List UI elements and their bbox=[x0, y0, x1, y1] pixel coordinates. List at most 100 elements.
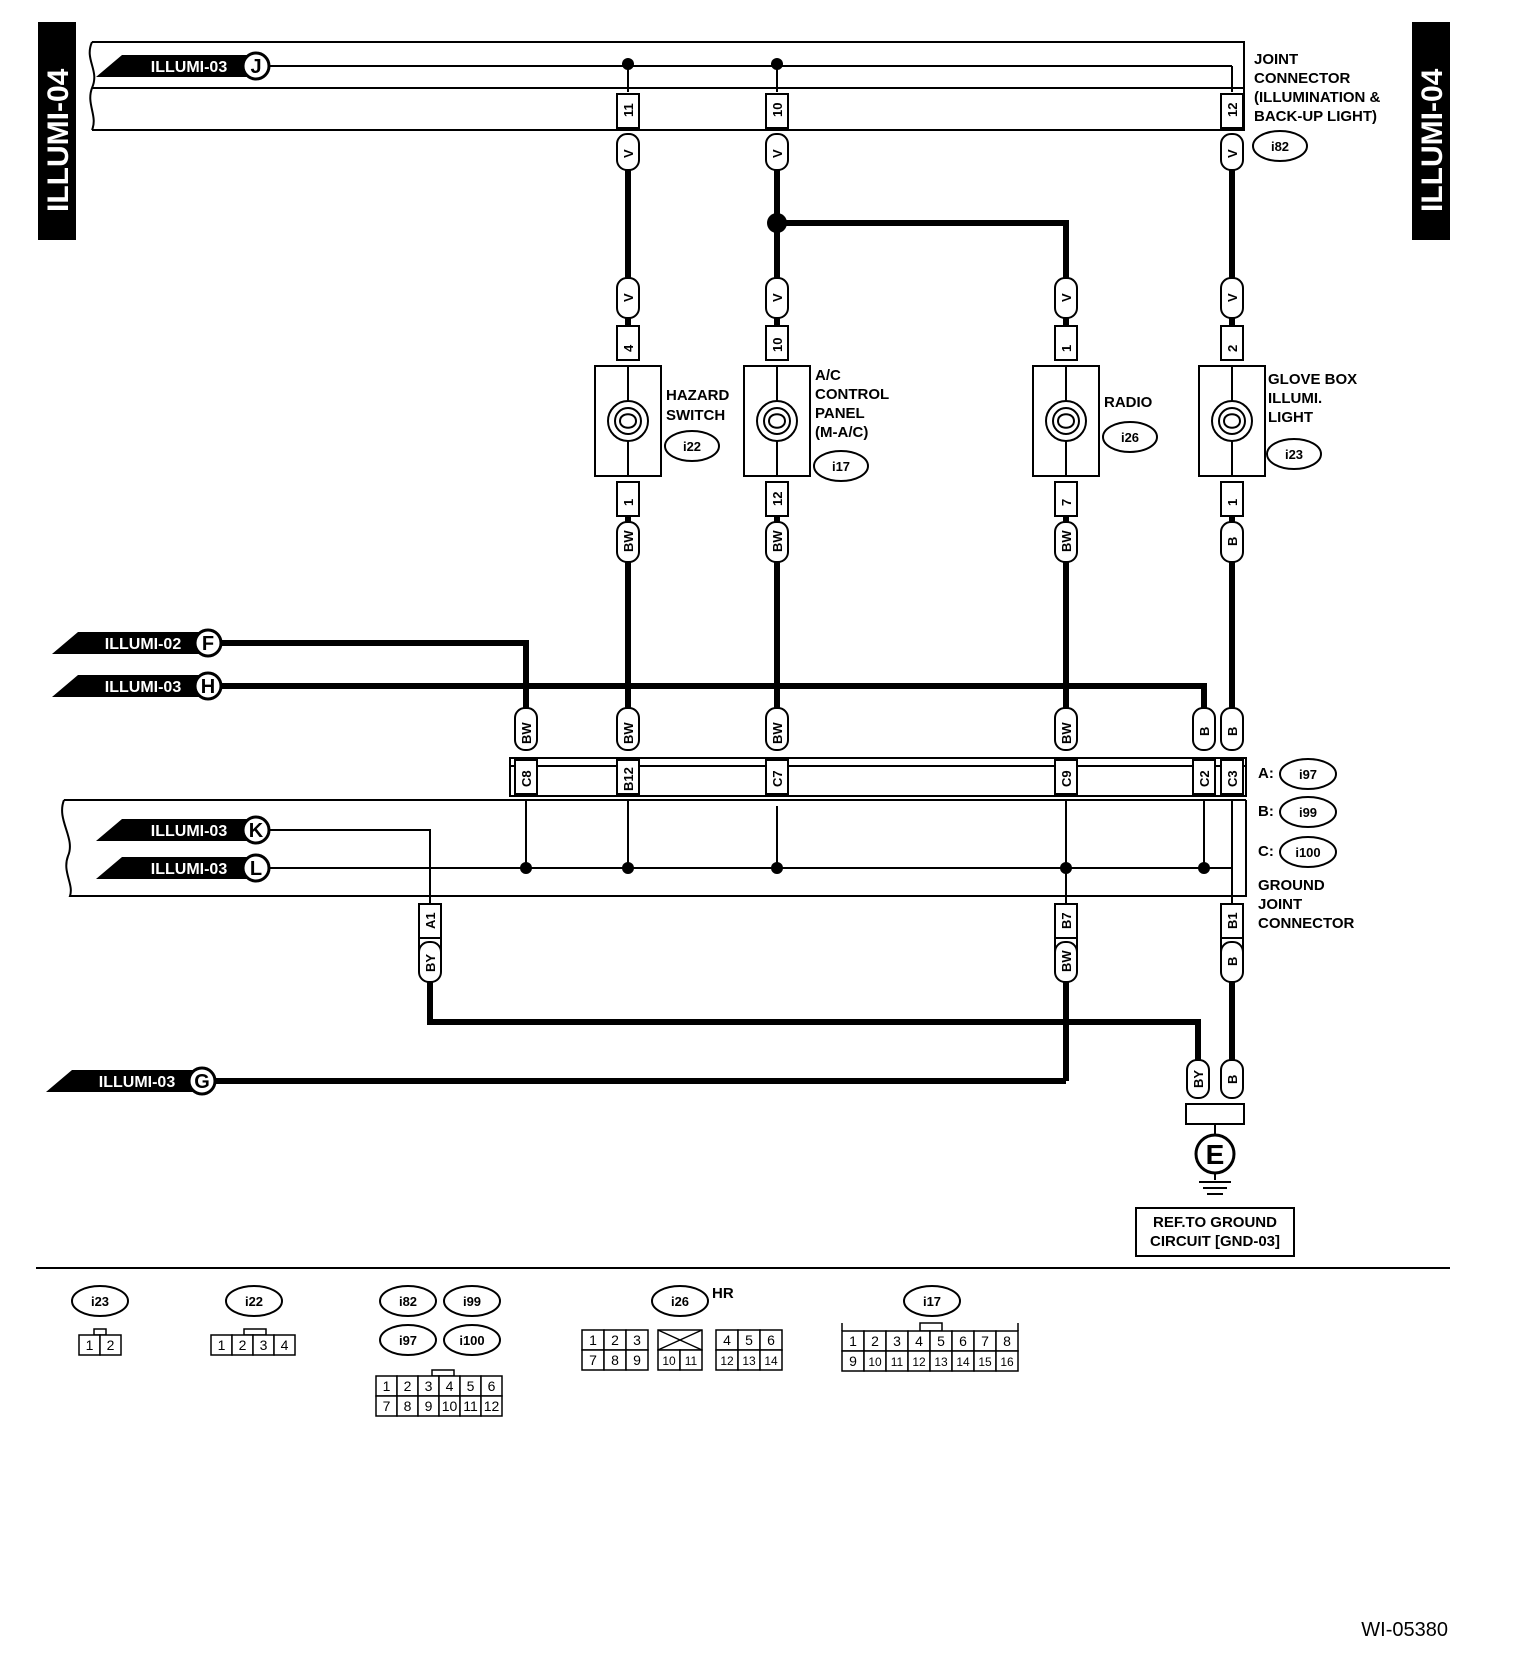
svg-text:ILLUMI.: ILLUMI. bbox=[1268, 390, 1322, 407]
svg-text:i22: i22 bbox=[245, 1294, 263, 1309]
svg-text:15: 15 bbox=[978, 1355, 992, 1369]
svg-text:1: 1 bbox=[589, 1332, 597, 1348]
svg-text:10: 10 bbox=[662, 1354, 676, 1368]
svg-text:C3: C3 bbox=[1225, 770, 1240, 787]
svg-text:B:: B: bbox=[1258, 803, 1274, 820]
svg-text:BY: BY bbox=[1191, 1070, 1206, 1088]
joint-connector-pin: 10 bbox=[765, 93, 789, 129]
svg-text:JOINT: JOINT bbox=[1254, 51, 1298, 68]
svg-text:B: B bbox=[1225, 957, 1240, 966]
svg-text:BW: BW bbox=[1059, 722, 1074, 744]
svg-text:12: 12 bbox=[1225, 103, 1240, 117]
svg-text:V: V bbox=[1225, 149, 1240, 158]
svg-text:i100: i100 bbox=[1295, 845, 1320, 860]
svg-text:V: V bbox=[621, 293, 636, 302]
svg-text:GROUND: GROUND bbox=[1258, 877, 1325, 894]
svg-text:i97: i97 bbox=[399, 1333, 417, 1348]
svg-text:V: V bbox=[1059, 293, 1074, 302]
svg-text:4: 4 bbox=[915, 1333, 923, 1349]
svg-text:9: 9 bbox=[633, 1352, 641, 1368]
svg-text:HR: HR bbox=[712, 1285, 734, 1302]
svg-text:i82: i82 bbox=[399, 1294, 417, 1309]
svg-text:A1: A1 bbox=[423, 912, 438, 929]
svg-text:i97: i97 bbox=[1299, 767, 1317, 782]
joint-connector-label: JOINT CONNECTOR (ILLUMINATION & BACK-UP … bbox=[1252, 51, 1381, 162]
svg-text:ILLUMI-03: ILLUMI-03 bbox=[99, 1074, 176, 1091]
svg-text:i23: i23 bbox=[91, 1294, 109, 1309]
svg-text:A:: A: bbox=[1258, 765, 1274, 782]
svg-text:BY: BY bbox=[423, 954, 438, 972]
svg-text:10: 10 bbox=[770, 103, 785, 117]
svg-text:3: 3 bbox=[633, 1332, 641, 1348]
svg-text:10: 10 bbox=[770, 338, 785, 352]
svg-text:BW: BW bbox=[1059, 950, 1074, 972]
svg-text:11: 11 bbox=[463, 1398, 478, 1414]
svg-text:3: 3 bbox=[260, 1337, 268, 1353]
svg-text:C2: C2 bbox=[1197, 770, 1212, 787]
svg-text:5: 5 bbox=[467, 1378, 475, 1394]
svg-text:B12: B12 bbox=[621, 767, 636, 791]
svg-text:B7: B7 bbox=[1059, 912, 1074, 929]
joint-connector-bus bbox=[88, 41, 1245, 131]
svg-text:ILLUMI-04: ILLUMI-04 bbox=[42, 68, 75, 212]
svg-text:2: 2 bbox=[239, 1337, 247, 1353]
svg-text:6: 6 bbox=[767, 1332, 775, 1348]
svg-text:4: 4 bbox=[281, 1337, 289, 1353]
svg-text:3: 3 bbox=[425, 1378, 433, 1394]
svg-text:J: J bbox=[250, 56, 261, 78]
svg-text:i26: i26 bbox=[1121, 430, 1139, 445]
svg-text:i17: i17 bbox=[832, 459, 850, 474]
svg-text:CIRCUIT [GND-03]: CIRCUIT [GND-03] bbox=[1150, 1233, 1280, 1250]
svg-text:PANEL: PANEL bbox=[815, 405, 865, 422]
svg-text:K: K bbox=[249, 820, 264, 842]
svg-text:13: 13 bbox=[742, 1354, 756, 1368]
ground-joint-bottom-pin: B1B bbox=[1220, 903, 1244, 983]
svg-text:G: G bbox=[194, 1071, 210, 1093]
svg-text:14: 14 bbox=[764, 1354, 778, 1368]
svg-text:2: 2 bbox=[611, 1332, 619, 1348]
svg-text:B1: B1 bbox=[1225, 912, 1240, 929]
svg-text:L: L bbox=[250, 858, 262, 880]
svg-text:1: 1 bbox=[86, 1337, 94, 1353]
svg-text:9: 9 bbox=[849, 1353, 857, 1369]
svg-text:4: 4 bbox=[446, 1378, 454, 1394]
svg-text:HAZARD: HAZARD bbox=[666, 387, 729, 404]
svg-text:11: 11 bbox=[685, 1354, 698, 1368]
wire-label: V bbox=[765, 133, 789, 171]
joint-connector-pin: 12 bbox=[1220, 93, 1244, 129]
svg-text:8: 8 bbox=[611, 1352, 619, 1368]
svg-text:BACK-UP LIGHT): BACK-UP LIGHT) bbox=[1254, 108, 1377, 125]
svg-text:C:: C: bbox=[1258, 843, 1274, 860]
svg-text:8: 8 bbox=[404, 1398, 412, 1414]
svg-text:BW: BW bbox=[770, 530, 785, 552]
svg-text:C7: C7 bbox=[770, 770, 785, 787]
svg-text:RADIO: RADIO bbox=[1104, 394, 1153, 411]
svg-text:i82: i82 bbox=[1271, 139, 1289, 154]
svg-text:2: 2 bbox=[404, 1378, 412, 1394]
svg-text:SWITCH: SWITCH bbox=[666, 407, 725, 424]
wire-label: V bbox=[616, 133, 640, 171]
svg-text:12: 12 bbox=[912, 1355, 926, 1369]
svg-text:(M-A/C): (M-A/C) bbox=[815, 424, 868, 441]
svg-text:7: 7 bbox=[981, 1333, 989, 1349]
svg-text:12: 12 bbox=[484, 1398, 500, 1414]
svg-text:A/C: A/C bbox=[815, 367, 841, 384]
svg-text:i22: i22 bbox=[683, 439, 701, 454]
svg-text:1: 1 bbox=[1059, 345, 1074, 352]
svg-text:H: H bbox=[201, 676, 215, 698]
svg-text:CONTROL: CONTROL bbox=[815, 386, 889, 403]
offpage-connector-G[interactable]: ILLUMI-03 G bbox=[46, 1066, 217, 1096]
wires bbox=[216, 170, 1235, 1084]
